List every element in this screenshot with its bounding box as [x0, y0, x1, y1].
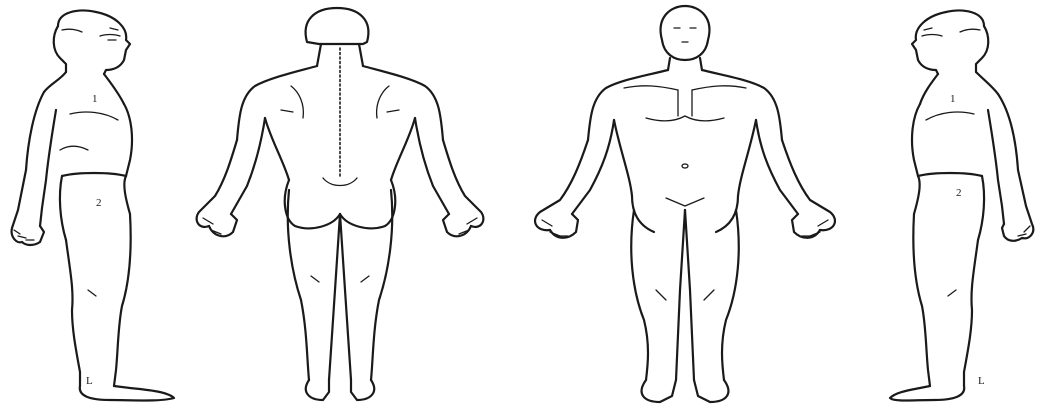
mark-label: 1 — [92, 93, 98, 105]
mark-label: L — [86, 375, 93, 387]
mark-label: L — [978, 375, 985, 387]
mark-label: 2 — [956, 187, 962, 199]
body-figure-back — [185, 0, 505, 411]
mark-label: 1 — [950, 93, 956, 105]
mark-label: 2 — [96, 197, 102, 209]
body-figure-front — [520, 0, 850, 411]
body-figure-left-side: 1 2 L — [880, 0, 1050, 411]
body-figure-right-side: 1 2 L — [0, 0, 190, 411]
